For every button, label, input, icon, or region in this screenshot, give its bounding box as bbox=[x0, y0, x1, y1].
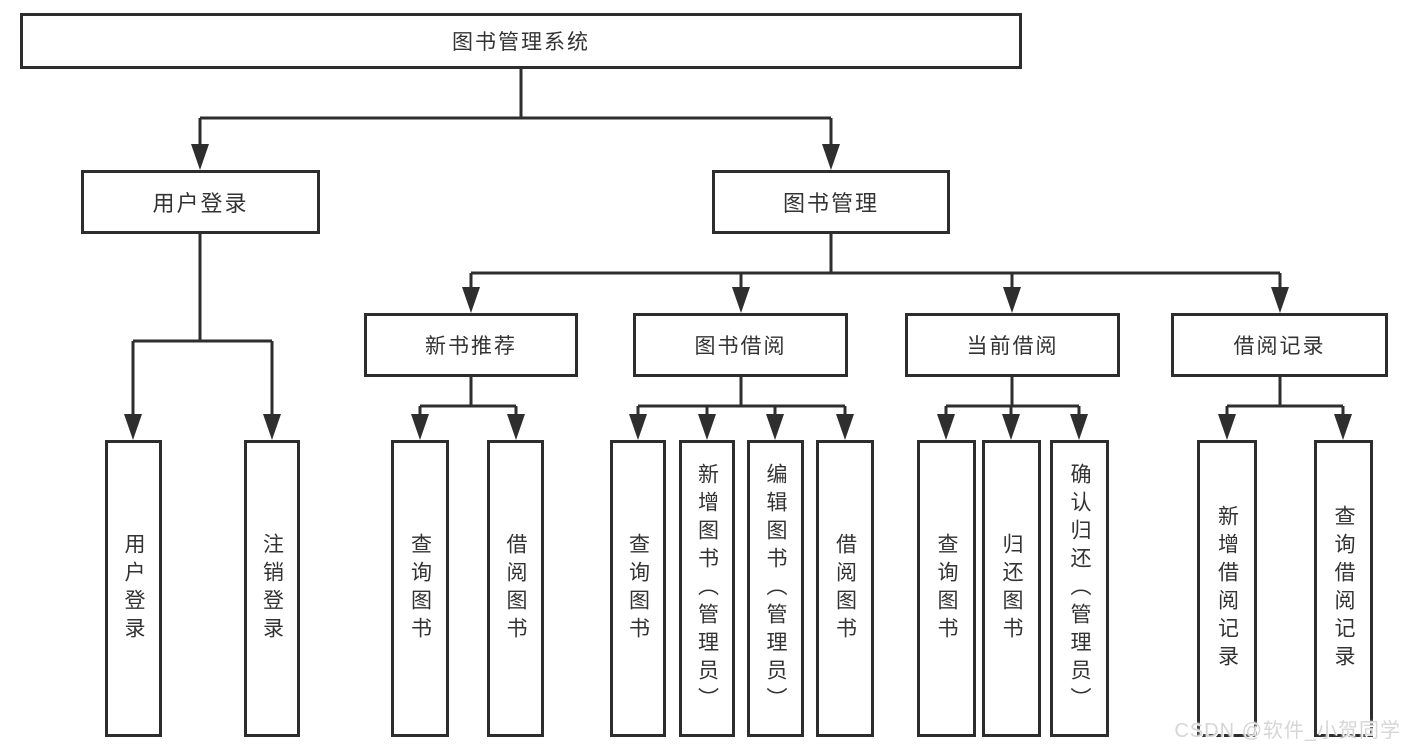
node-label: 新书推荐 bbox=[425, 335, 517, 358]
leaf-query-book-recommend: 查询图书 bbox=[391, 440, 449, 737]
node-label: 借阅记录 bbox=[1233, 335, 1326, 358]
node-library-management-system: 图书管理系统 bbox=[20, 13, 1022, 69]
leaf-user-login: 用户登录 bbox=[105, 440, 162, 737]
node-label: 图书管理系统 bbox=[452, 31, 590, 54]
node-label: 查询图书 bbox=[408, 532, 432, 645]
leaf-logout: 注销登录 bbox=[244, 440, 300, 737]
node-label: 归还图书 bbox=[1000, 532, 1023, 645]
node-label: 用户登录 bbox=[152, 191, 249, 216]
node-borrow-record: 借阅记录 bbox=[1171, 313, 1388, 377]
leaf-edit-book-admin: 编辑图书（管理员） bbox=[747, 440, 804, 737]
node-current-borrow: 当前借阅 bbox=[905, 313, 1120, 377]
node-label: 查询借阅记录 bbox=[1332, 504, 1355, 673]
node-label: 图书借阅 bbox=[694, 335, 787, 358]
node-label: 编辑图书（管理员） bbox=[764, 462, 787, 715]
node-label: 查询图书 bbox=[626, 532, 650, 645]
node-book-management: 图书管理 bbox=[712, 170, 950, 234]
node-new-book-recommend: 新书推荐 bbox=[364, 313, 578, 377]
leaf-query-book-current: 查询图书 bbox=[917, 440, 976, 737]
node-label: 新增图书（管理员） bbox=[695, 462, 719, 715]
csdn-watermark: CSDN @软件_小贺同学 bbox=[1174, 720, 1401, 742]
node-label: 查询图书 bbox=[935, 532, 958, 645]
leaf-query-borrow-record: 查询借阅记录 bbox=[1314, 440, 1373, 737]
leaf-query-book-borrow: 查询图书 bbox=[610, 440, 666, 737]
node-user-login-group: 用户登录 bbox=[81, 170, 320, 234]
node-label: 借阅图书 bbox=[504, 532, 527, 645]
node-label: 图书管理 bbox=[782, 191, 879, 216]
leaf-borrow-book-recommend: 借阅图书 bbox=[487, 440, 544, 737]
node-label: 借阅图书 bbox=[833, 532, 857, 645]
node-label: 新增借阅记录 bbox=[1215, 504, 1239, 673]
node-label: 确认归还（管理员） bbox=[1068, 462, 1091, 715]
node-label: 用户登录 bbox=[122, 532, 145, 645]
node-label: 注销登录 bbox=[260, 532, 284, 645]
leaf-borrow-book: 借阅图书 bbox=[816, 440, 874, 737]
node-label: 当前借阅 bbox=[966, 335, 1059, 358]
leaf-confirm-return-admin: 确认归还（管理员） bbox=[1050, 440, 1109, 737]
node-book-borrow: 图书借阅 bbox=[633, 313, 848, 377]
leaf-add-borrow-record: 新增借阅记录 bbox=[1197, 440, 1257, 737]
leaf-add-book-admin: 新增图书（管理员） bbox=[679, 440, 735, 737]
leaf-return-book: 归还图书 bbox=[982, 440, 1041, 737]
